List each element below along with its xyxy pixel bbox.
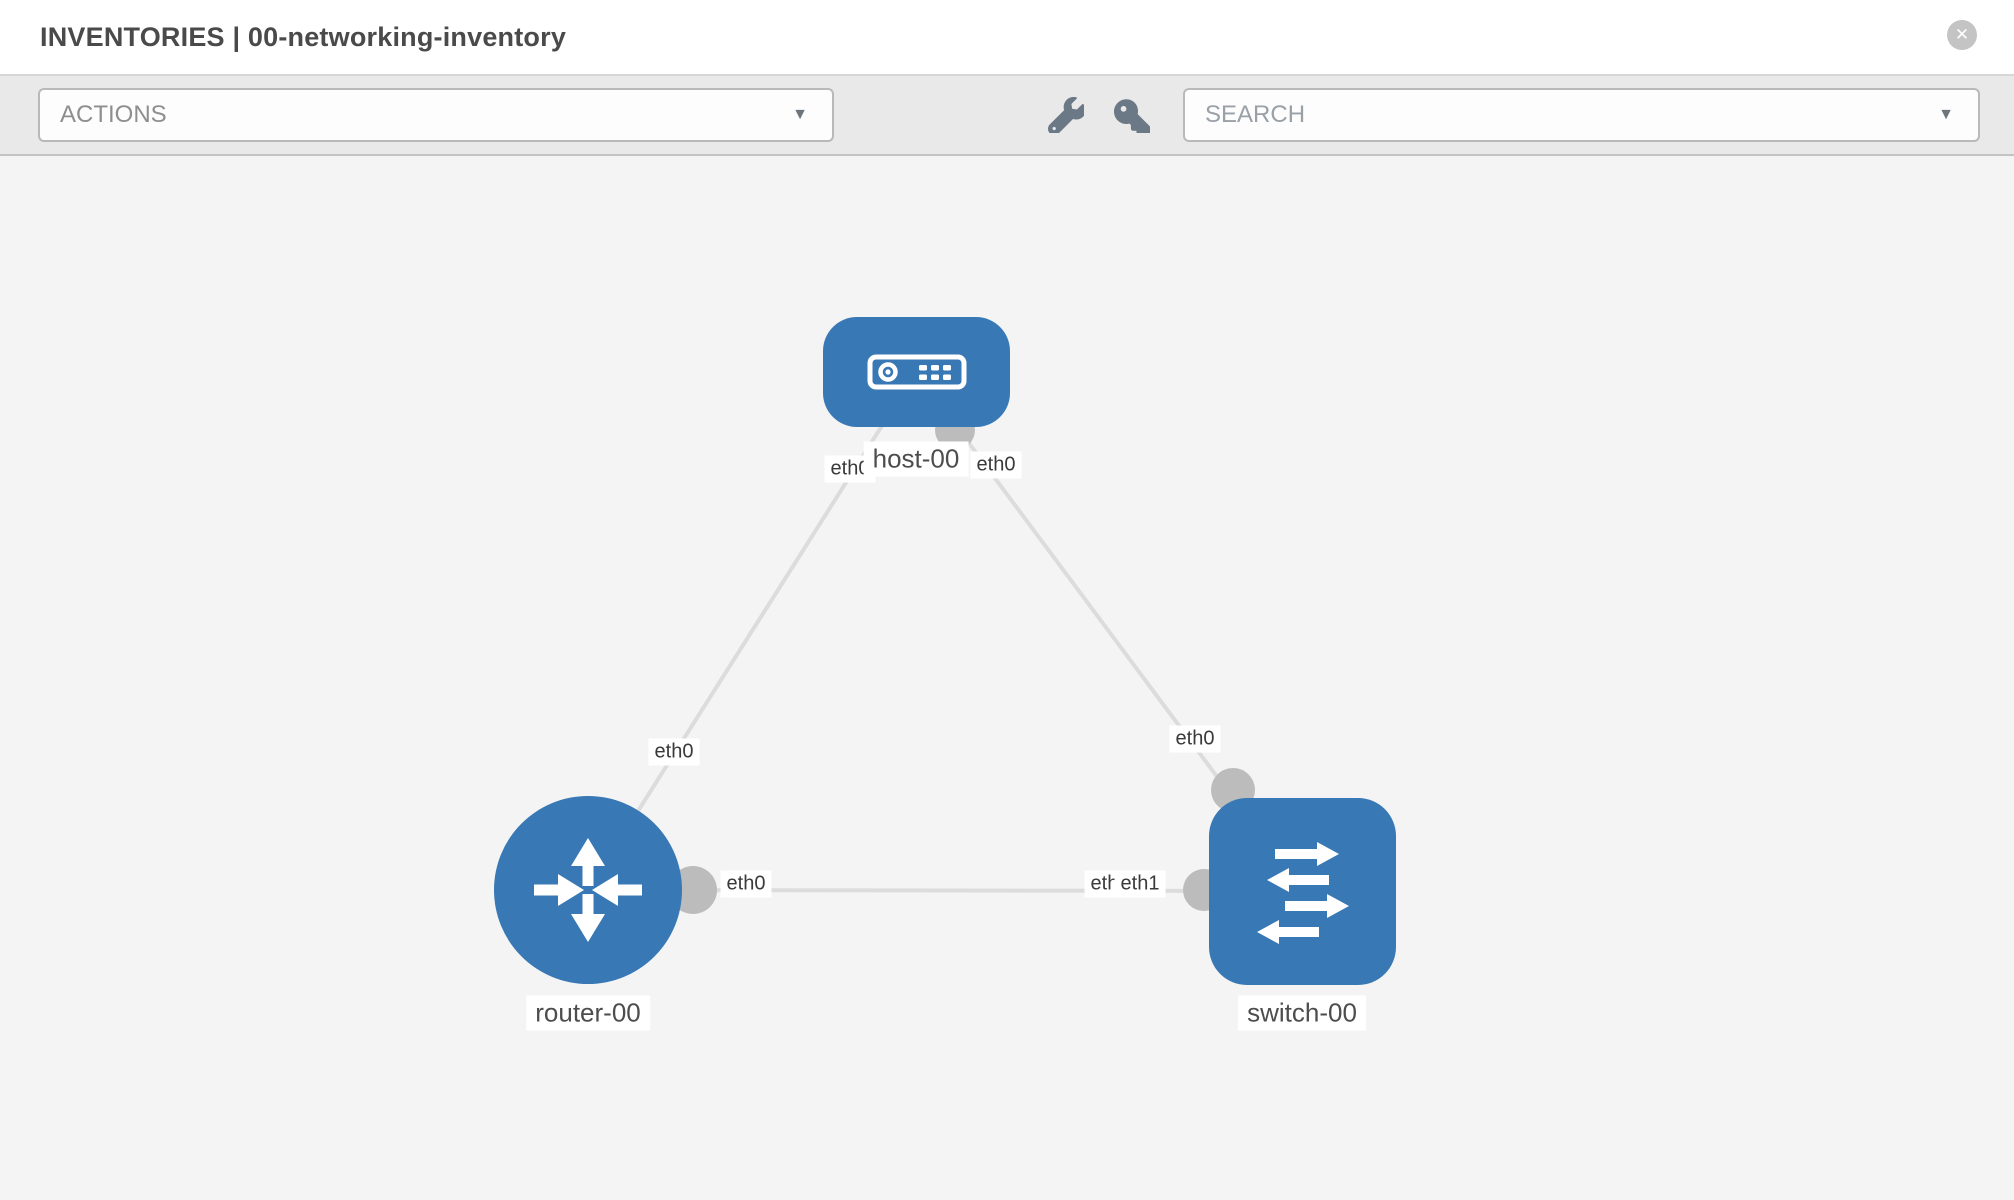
- toolbar: ACTIONS ▼ ▼: [0, 76, 2014, 156]
- node-label-host: host-00: [863, 441, 969, 477]
- interface-label: eth1: [1114, 870, 1166, 898]
- close-button[interactable]: ✕: [1947, 20, 1977, 50]
- wrench-button[interactable]: [1048, 96, 1087, 136]
- search-dropdown[interactable]: ▼: [1183, 88, 1980, 142]
- chevron-down-icon: ▼: [1938, 106, 1954, 123]
- key-button[interactable]: [1114, 97, 1150, 136]
- close-icon: ✕: [1954, 25, 1970, 44]
- links-layer: [586, 370, 1304, 914]
- wrench-icon: [1048, 96, 1087, 137]
- actions-dropdown[interactable]: ACTIONS ▼: [38, 88, 834, 142]
- node-router-00[interactable]: [494, 796, 682, 984]
- node-label-switch: switch-00: [1238, 995, 1366, 1031]
- switch-arrows-node[interactable]: [1209, 798, 1396, 985]
- interface-label: eth0: [970, 451, 1022, 479]
- interface-label: eth0: [648, 738, 700, 766]
- chevron-down-icon: ▼: [792, 106, 808, 123]
- actions-dropdown-label: ACTIONS: [60, 101, 167, 128]
- interface-label: eth0: [1169, 725, 1221, 753]
- key-icon: [1114, 99, 1150, 137]
- router-arrows-icon: [526, 828, 650, 952]
- page-title: INVENTORIES | 00-networking-inventory: [40, 22, 567, 52]
- node-label-router: router-00: [526, 995, 650, 1031]
- header: INVENTORIES | 00-networking-inventory ✕: [0, 0, 2014, 76]
- interface-label: eth0: [720, 870, 772, 898]
- host-device-icon: [867, 353, 967, 391]
- topology-canvas[interactable]: eth0 eth0 eth0 eth0 eth0 eth1 eth1: [0, 156, 2014, 1200]
- switch-arrows-icon: [1243, 832, 1363, 952]
- node-host-00[interactable]: [823, 317, 1010, 427]
- search-input[interactable]: [1185, 100, 1939, 130]
